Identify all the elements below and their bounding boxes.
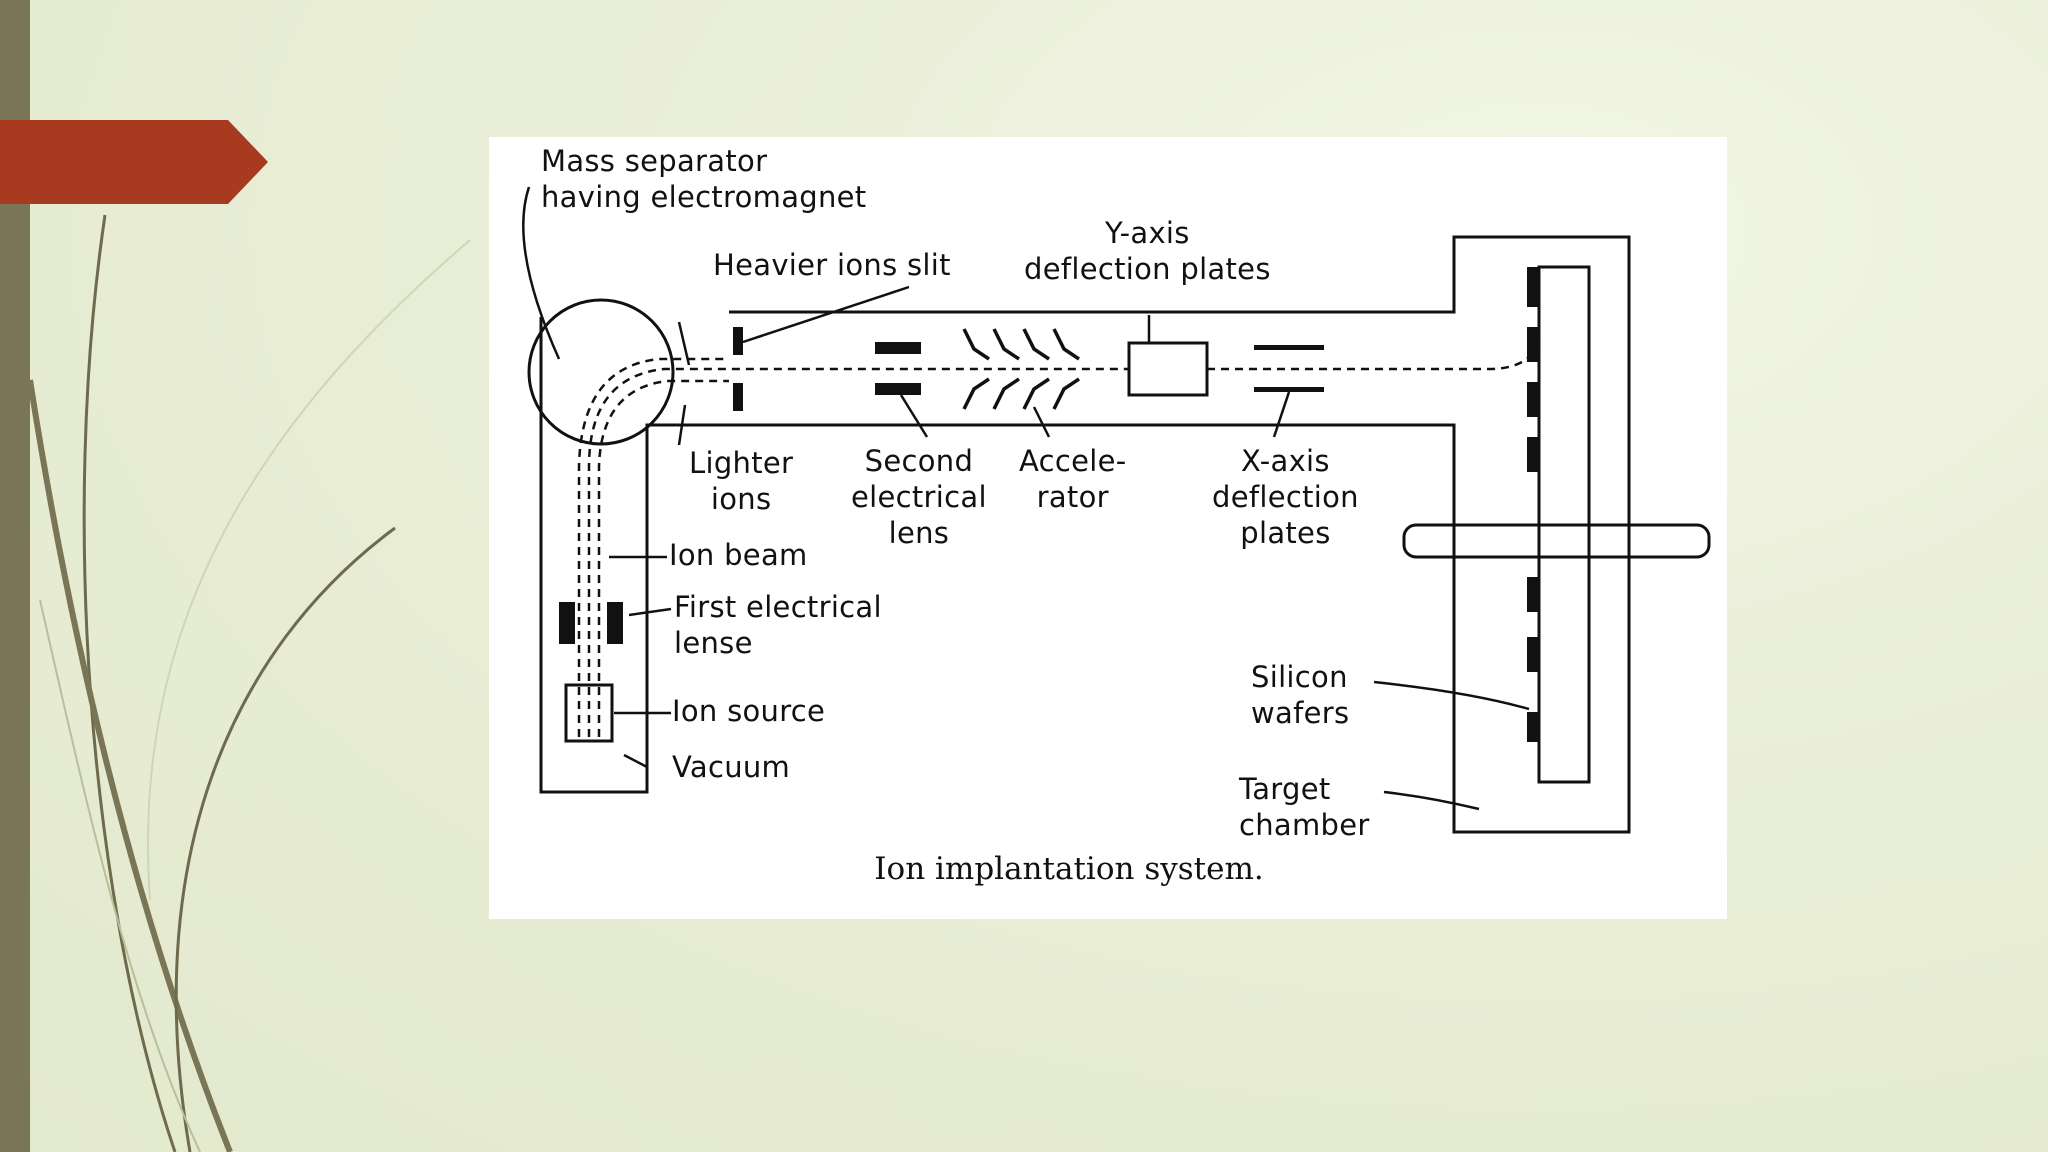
label-silicon-wafers: Silicon wafers: [1251, 660, 1350, 730]
label-x-axis-deflection-plates: X-axis deflection plates: [1212, 444, 1359, 550]
label-ion-source: Ion source: [672, 694, 826, 728]
label-heavier-ions-slit: Heavier ions slit: [713, 248, 951, 282]
label-mass-separator: Mass separator having electromagnet: [541, 144, 867, 214]
label-ion-beam: Ion beam: [669, 538, 808, 572]
label-first-electrical-lense: First electrical lense: [674, 590, 882, 660]
decorative-swooshes: [27, 214, 471, 1152]
figure-caption: Ion implantation system.: [874, 851, 1264, 887]
label-second-electrical-lens: Second electrical lens: [851, 444, 987, 550]
label-accelerator: Accele- rator: [1019, 444, 1127, 514]
label-target-chamber: Target chamber: [1239, 772, 1370, 842]
label-vacuum: Vacuum: [672, 750, 791, 784]
label-lighter-ions: Lighter ions: [689, 446, 794, 516]
ion-implantation-diagram: Mass separator having electromagnet Heav…: [489, 137, 1727, 919]
label-y-axis-deflection-plates: Y-axis deflection plates: [1024, 216, 1271, 286]
title-accent-tab: [0, 120, 268, 204]
diagram-drawing: [522, 186, 1711, 834]
